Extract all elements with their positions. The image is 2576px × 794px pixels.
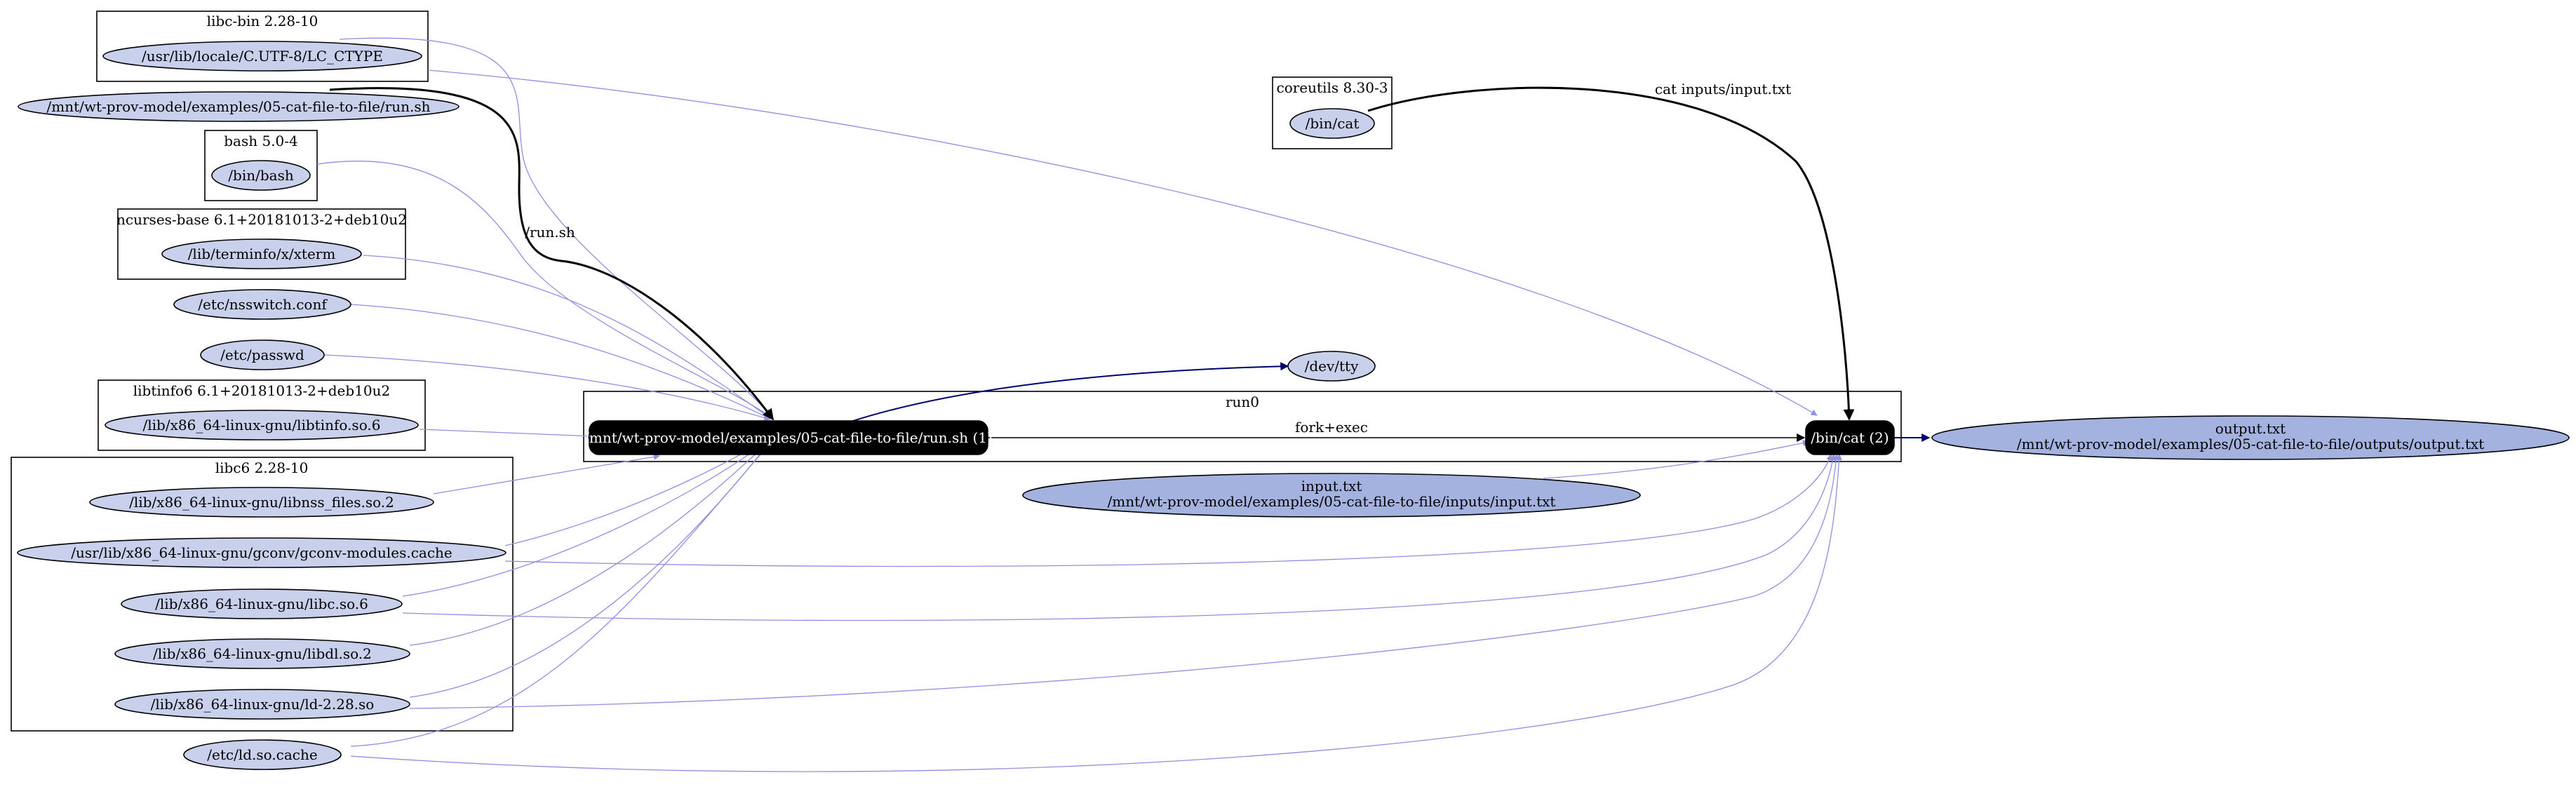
process-label-cat: /bin/cat (2) [1811, 429, 1889, 446]
edge-run-sh-file-to-process [329, 87, 774, 421]
edge-gconv-to-cat [504, 454, 1832, 567]
node-label-ld: /lib/x86_64-linux-gnu/ld-2.28.so [151, 696, 375, 713]
cluster-libc6: libc6 2.28-10 [11, 457, 514, 732]
file-node-terminfo-xterm: /lib/terminfo/x/xterm [161, 238, 362, 269]
edge-ld-cache-to-run-sh [350, 443, 771, 747]
edge-libnss-to-run-sh [433, 453, 660, 494]
edge-passwd-to-run-sh [323, 354, 771, 422]
process-node-cat: /bin/cat (2) [1805, 420, 1895, 455]
node-label-passwd: /etc/passwd [220, 346, 304, 363]
file-node-bin-bash: /bin/bash [211, 160, 311, 191]
node-label-ld-cache: /etc/ld.so.cache [207, 746, 317, 763]
node-label-libnss-files: /lib/x86_64-linux-gnu/libnss_files.so.2 [129, 494, 394, 511]
process-label-run-sh: /mnt/wt-prov-model/examples/05-cat-file-… [584, 429, 993, 446]
cluster-label-bash: bash 5.0-4 [224, 133, 298, 149]
cluster-label-libtinfo6: libtinfo6 6.1+20181013-2+deb10u2 [133, 382, 391, 399]
cluster-label-libc-bin: libc-bin 2.28-10 [207, 13, 318, 29]
edge-label-cat-args: cat inputs/input.txt [1655, 81, 1791, 97]
cluster-libc-bin: libc-bin 2.28-10 [96, 11, 429, 82]
edge-nsswitch-to-run-sh [350, 304, 771, 419]
cluster-ncurses-base: ncurses-base 6.1+20181013-2+deb10u2 [116, 208, 407, 280]
node-label-nsswitch: /etc/nsswitch.conf [198, 296, 328, 313]
cluster-libtinfo6: libtinfo6 6.1+20181013-2+deb10u2 [98, 379, 426, 451]
edge-lc-ctype-to-cat [427, 69, 1818, 416]
node-label-gconv-cache: /usr/lib/x86_64-linux-gnu/gconv/gconv-mo… [71, 544, 452, 561]
file-node-dev-tty: /dev/tty [1287, 351, 1376, 382]
file-node-nsswitch: /etc/nsswitch.conf [173, 289, 351, 320]
edge-libc-to-run-sh [402, 438, 771, 597]
edge-libdl-to-run-sh [409, 440, 771, 646]
file-node-lc-ctype: /usr/lib/locale/C.UTF-8/LC_CTYPE [102, 41, 422, 72]
cluster-run0: run0 [583, 391, 1902, 462]
file-node-gconv-cache: /usr/lib/x86_64-linux-gnu/gconv/gconv-mo… [17, 537, 507, 568]
node-label-run-sh-file: /mnt/wt-prov-model/examples/05-cat-file-… [47, 98, 431, 115]
file-node-bin-cat: /bin/cat [1289, 108, 1375, 139]
edge-ld-to-cat [409, 454, 1839, 709]
cluster-coreutils: coreutils 8.30-3 [1272, 76, 1393, 149]
process-node-run-sh: /mnt/wt-prov-model/examples/05-cat-file-… [584, 420, 993, 455]
edge-ld-cache-to-cat [350, 454, 1842, 772]
node-label-libc: /lib/x86_64-linux-gnu/libc.so.6 [155, 596, 368, 612]
node-label-libdl: /lib/x86_64-linux-gnu/libdl.so.2 [153, 645, 372, 662]
file-node-libc: /lib/x86_64-linux-gnu/libc.so.6 [121, 588, 403, 619]
node-label-input-name: input.txt [1301, 478, 1362, 494]
cluster-label-coreutils: coreutils 8.30-3 [1277, 79, 1388, 96]
cluster-label-libc6: libc6 2.28-10 [215, 459, 309, 476]
edge-lc-ctype-to-run-sh [339, 37, 771, 416]
node-label-libtinfo: /lib/x86_64-linux-gnu/libtinfo.so.6 [143, 417, 381, 433]
file-node-libtinfo: /lib/x86_64-linux-gnu/libtinfo.so.6 [105, 410, 419, 440]
edge-bash-to-run-sh [316, 161, 771, 417]
file-node-libdl: /lib/x86_64-linux-gnu/libdl.so.2 [114, 638, 410, 669]
node-label-dev-tty: /dev/tty [1305, 358, 1359, 375]
node-label-bin-bash: /bin/bash [228, 167, 294, 184]
file-node-output: output.txt /mnt/wt-prov-model/examples/0… [1931, 415, 2570, 460]
edges [316, 37, 1931, 772]
node-label-input-path: /mnt/wt-prov-model/examples/05-cat-file-… [1108, 493, 1556, 510]
cluster-bash: bash 5.0-4 [204, 130, 318, 201]
file-node-input: input.txt /mnt/wt-prov-model/examples/05… [1022, 473, 1641, 518]
edge-xterm-to-run-sh [363, 255, 771, 419]
file-node-ld: /lib/x86_64-linux-gnu/ld-2.28.so [114, 689, 410, 720]
cluster-label-run0: run0 [1226, 393, 1259, 410]
edge-libc-to-cat [402, 454, 1837, 621]
edge-bin-cat-to-cat-process [1367, 86, 1855, 421]
edge-libtinfo-to-run-sh [419, 429, 594, 440]
edge-run-sh-to-dev-tty [848, 362, 1289, 423]
cluster-label-ncurses-base: ncurses-base 6.1+20181013-2+deb10u2 [116, 211, 407, 228]
file-node-libnss-files: /lib/x86_64-linux-gnu/libnss_files.so.2 [89, 487, 434, 518]
file-node-run-sh: /mnt/wt-prov-model/examples/05-cat-file-… [18, 91, 459, 122]
node-label-lc-ctype: /usr/lib/locale/C.UTF-8/LC_CTYPE [142, 48, 383, 65]
node-label-terminfo-xterm: /lib/terminfo/x/xterm [188, 245, 336, 262]
edge-input-to-cat [1543, 440, 1809, 479]
file-node-passwd: /etc/passwd [200, 339, 325, 370]
edge-label-fork-exec: fork+exec [1295, 419, 1368, 436]
edge-ld-to-run-sh [409, 441, 771, 698]
file-node-ld-cache: /etc/ld.so.cache [183, 739, 342, 770]
node-label-output-path: /mnt/wt-prov-model/examples/05-cat-file-… [2017, 436, 2484, 452]
edge-label-run-sh: /run.sh [525, 224, 575, 241]
node-label-bin-cat: /bin/cat [1306, 115, 1360, 132]
node-label-output-name: output.txt [2215, 420, 2286, 437]
